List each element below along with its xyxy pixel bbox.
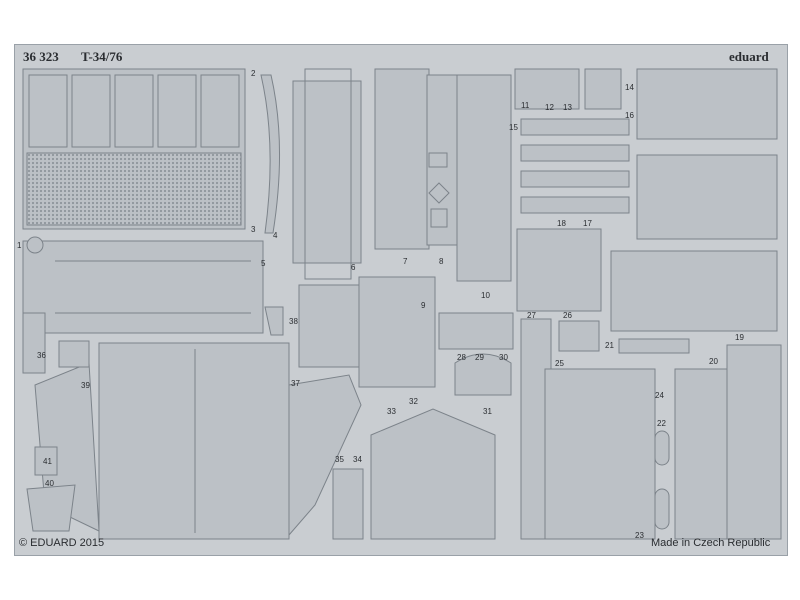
part-number: 1 [17, 241, 22, 250]
part-number: 7 [403, 257, 408, 266]
fret-parts-drawing [22, 68, 782, 540]
part-number: 37 [291, 379, 300, 388]
part-number: 32 [409, 397, 418, 406]
part-number: 24 [655, 391, 664, 400]
model-name: T-34/76 [81, 49, 123, 64]
photo-etch-fret: 36 323 T-34/76 eduard 1 2 3 4 5 6 7 8 9 … [14, 44, 788, 556]
copyright-text: © EDUARD 2015 [19, 537, 105, 549]
part-number: 28 [457, 353, 466, 362]
part-number: 13 [563, 103, 572, 112]
part-number: 25 [555, 359, 564, 368]
part-number: 17 [583, 219, 592, 228]
part-number: 23 [635, 531, 644, 540]
part-number: 21 [605, 341, 614, 350]
part-number: 10 [481, 291, 490, 300]
part-number: 18 [557, 219, 566, 228]
origin-text: Made in Czech Republic [651, 537, 771, 549]
part-number: 26 [563, 311, 572, 320]
part-number: 9 [421, 301, 426, 310]
part-number: 38 [289, 317, 298, 326]
part-number: 6 [351, 263, 356, 272]
part-number: 35 [335, 455, 344, 464]
brand-logo: eduard [729, 49, 769, 64]
part-number: 22 [657, 419, 666, 428]
part-number: 12 [545, 103, 554, 112]
part-number: 16 [625, 111, 634, 120]
part-number: 31 [483, 407, 492, 416]
part-number: 3 [251, 225, 256, 234]
set-code: 36 323 [23, 49, 59, 64]
part-number: 27 [527, 311, 536, 320]
part-number: 15 [509, 123, 518, 132]
part-number: 8 [439, 257, 444, 266]
part-number: 19 [735, 333, 744, 342]
part-number: 39 [81, 381, 90, 390]
part-number: 11 [521, 101, 530, 110]
part-number: 40 [45, 479, 54, 488]
part-number: 36 [37, 351, 46, 360]
part-number: 2 [251, 69, 256, 78]
part-number: 5 [261, 259, 266, 268]
part-number: 14 [625, 83, 634, 92]
part-number: 29 [475, 353, 484, 362]
part-number: 20 [709, 357, 718, 366]
part-number: 34 [353, 455, 362, 464]
part-number: 4 [273, 231, 278, 240]
part-number: 41 [43, 457, 52, 466]
part-number: 30 [499, 353, 508, 362]
part-number: 33 [387, 407, 396, 416]
